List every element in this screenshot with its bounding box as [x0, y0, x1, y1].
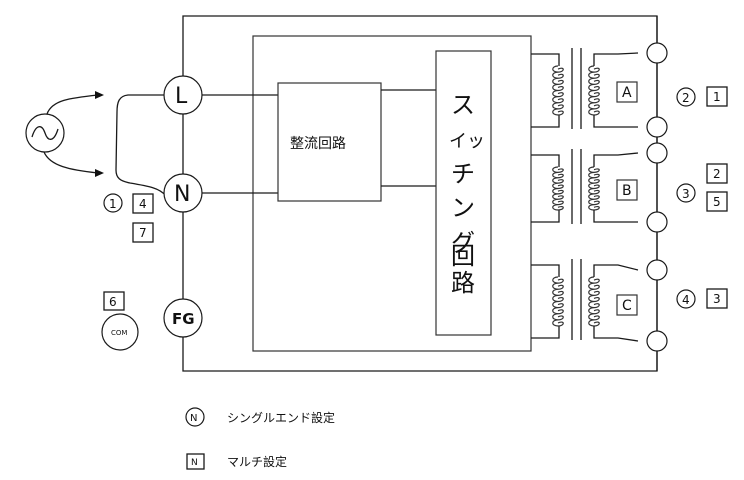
output-terminal	[646, 42, 668, 64]
legend-single-end-text: シングルエンド設定	[227, 410, 335, 425]
single-end-marker	[676, 87, 696, 107]
input-jumper-wire	[115, 94, 167, 197]
output-terminals	[646, 42, 668, 352]
single-end-marker	[676, 183, 696, 203]
transformers: A B C	[531, 48, 639, 342]
arrow-wire-bottom	[43, 151, 99, 174]
single-end-marker	[676, 289, 696, 309]
secondary-wire-top	[593, 264, 639, 277]
multi-marker-label: 1	[713, 90, 721, 104]
multi-marker-label: 7	[139, 226, 147, 240]
multi-marker	[706, 288, 728, 309]
terminal-N-label: N	[174, 182, 190, 207]
output-terminal	[646, 259, 668, 281]
ac-source	[25, 91, 104, 177]
switching-char: グ	[451, 229, 475, 257]
switching-label: ス イッ チ ン グ	[449, 91, 485, 257]
primary-wire-top	[531, 264, 560, 277]
multi-marker	[103, 291, 125, 311]
transformer-a: A	[531, 48, 639, 129]
secondary-coil-icon	[588, 65, 600, 116]
transformer-label: B	[622, 183, 632, 199]
multi-marker	[132, 193, 154, 214]
secondary-wire-bottom	[593, 115, 638, 128]
multi-marker-label: 6	[109, 295, 117, 309]
output-terminal	[646, 211, 668, 233]
com-label: COM	[111, 329, 127, 337]
terminal-FG-label: FG	[172, 310, 195, 328]
multi-marker-label: 4	[139, 197, 147, 211]
primary-wire-bottom	[531, 210, 560, 223]
rectifier-label: 整流回路	[290, 136, 346, 152]
multi-marker	[706, 86, 728, 107]
transformer-label: A	[622, 85, 632, 101]
switching-char: ン	[451, 194, 475, 222]
multi-marker	[132, 222, 154, 243]
single-end-marker-label: 3	[682, 187, 690, 201]
sine-wave-icon	[31, 126, 59, 140]
primary-coil-icon	[552, 276, 564, 327]
primary-wire-bottom	[531, 326, 560, 339]
output-terminal	[646, 142, 668, 164]
arrow-head-bottom-icon	[95, 169, 104, 177]
primary-wire-top	[531, 154, 560, 167]
transformer-b: B	[531, 149, 639, 224]
output-terminal	[646, 116, 668, 138]
transformer-label-box	[616, 294, 638, 316]
rectifier-block	[277, 82, 382, 202]
transformer-c: C	[531, 259, 639, 342]
multi-marker-label: 3	[713, 292, 721, 306]
arrow-wire-top	[46, 94, 99, 115]
arrow-head-top-icon	[95, 91, 104, 99]
secondary-coil-icon	[588, 166, 600, 211]
switching-char: チ	[451, 160, 475, 188]
com-terminal	[101, 313, 139, 351]
multi-marker	[706, 191, 728, 212]
transformer-label-box	[616, 81, 638, 103]
primary-wire-top	[531, 53, 560, 66]
transformer-label: C	[622, 298, 632, 314]
secondary-coil-icon	[588, 276, 600, 327]
terminal-L	[163, 75, 203, 115]
single-end-marker-label: 2	[682, 91, 690, 105]
secondary-wire-bottom	[593, 326, 639, 342]
switching-circuit-block	[435, 50, 492, 336]
switching-char-ro: 路	[451, 269, 475, 297]
secondary-wire-bottom	[593, 210, 638, 223]
legend-multi-text: マルチ設定	[227, 454, 287, 469]
terminal-N	[163, 173, 203, 213]
multi-marker-label: 5	[713, 195, 721, 209]
terminal-L-label: L	[175, 84, 188, 109]
primary-wire-bottom	[531, 115, 560, 128]
secondary-wire-top	[593, 152, 639, 167]
primary-coil-icon	[552, 65, 564, 116]
output-markers: 2 1 3 2 5 4 3	[676, 86, 728, 309]
switching-char: ス	[451, 91, 475, 119]
legend: N シングルエンド設定 N マルチ設定	[185, 407, 335, 470]
transformer-label-box	[616, 179, 638, 201]
switching-char: イッ	[449, 131, 485, 152]
single-end-marker-label: 1	[109, 197, 117, 211]
multi-marker-label: 2	[713, 167, 721, 181]
single-end-marker	[103, 193, 123, 213]
secondary-wire-top	[593, 52, 639, 66]
switching-char-kai: 回	[451, 242, 475, 270]
legend-multi-symbol	[186, 453, 205, 470]
terminal-FG	[163, 298, 203, 338]
single-end-marker-label: 4	[682, 293, 690, 307]
multi-marker	[706, 163, 728, 184]
legend-symbol-label: N	[191, 458, 198, 468]
legend-single-end-symbol	[185, 407, 205, 427]
output-terminal	[646, 330, 668, 352]
primary-coil-icon	[552, 166, 564, 211]
legend-symbol-label: N	[190, 413, 197, 424]
